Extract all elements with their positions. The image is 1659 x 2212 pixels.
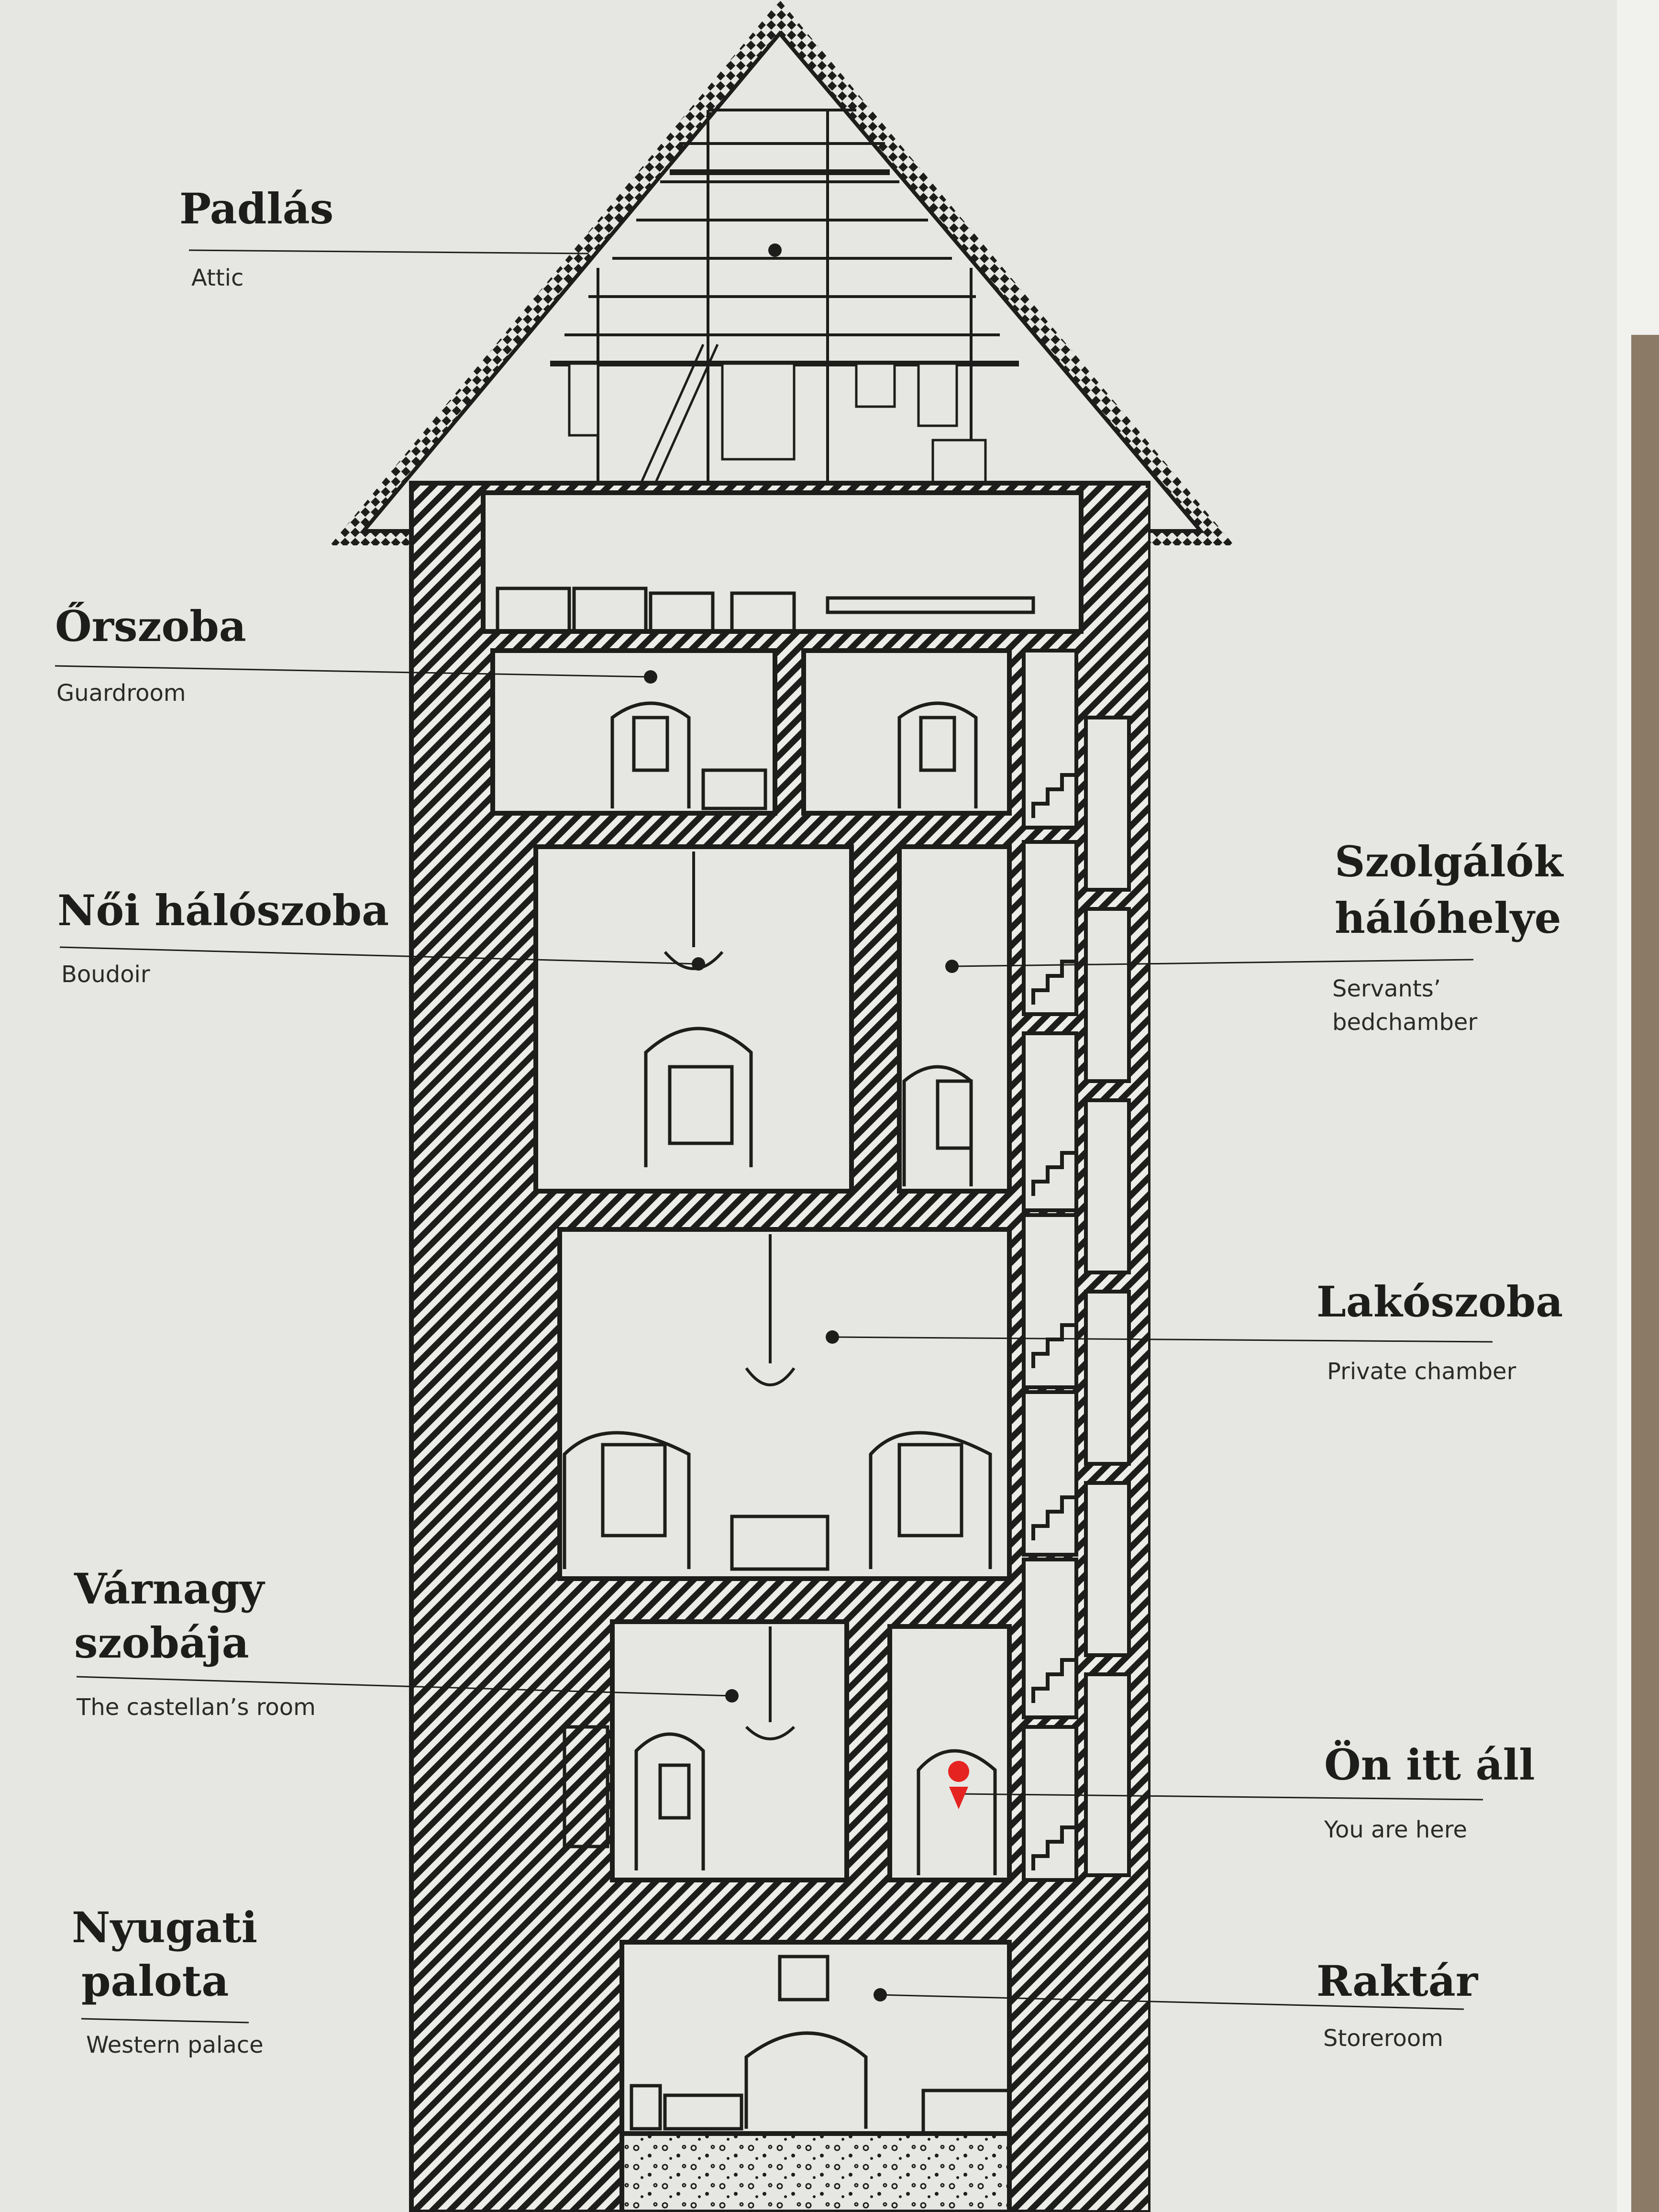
guardroom-subtitle: Guardroom <box>56 680 186 707</box>
western-palace-title-line1: Nyugati <box>72 1902 258 1952</box>
boudoir-title: Női hálószoba <box>57 885 389 935</box>
servants-subtitle-line1: Servants’ <box>1332 975 1441 1002</box>
castellan-title-line2: szobája <box>74 1618 249 1668</box>
private-chamber-room <box>557 1227 1012 1581</box>
attic-subtitle: Attic <box>191 265 244 291</box>
storeroom-title: Raktár <box>1316 1956 1478 2006</box>
you-are-here-marker <box>948 1761 970 1809</box>
room-dots <box>644 243 959 2002</box>
private-chamber-subtitle: Private chamber <box>1327 1358 1516 1385</box>
servants-title-line1: Szolgálók <box>1335 837 1563 886</box>
room-furnishings <box>496 586 1035 2135</box>
castellan-subtitle: The castellan’s room <box>77 1694 316 1721</box>
staircase <box>1022 649 1131 1882</box>
roof <box>330 0 1234 545</box>
hanging-laundry <box>568 343 987 485</box>
servants-title-line2: hálóhelye <box>1335 893 1561 943</box>
here-room <box>887 1624 1012 1882</box>
guardroom-title: Őrszoba <box>55 601 246 651</box>
foundation-gravel <box>619 2131 1012 2212</box>
western-palace-title-line2: palota <box>81 1956 229 2006</box>
you-are-here-title: Ön itt áll <box>1324 1740 1535 1790</box>
guardroom-room-2 <box>801 648 1012 816</box>
castellan-title-line1: Várnagy <box>74 1564 265 1614</box>
stone-wall <box>1631 335 1659 2212</box>
room-interiors <box>481 490 1084 2212</box>
leader-lines <box>55 249 1493 2024</box>
chandeliers <box>664 852 796 1740</box>
you-are-here-subtitle: You are here <box>1324 1816 1468 1843</box>
castellan-room <box>610 1619 849 1882</box>
private-chamber-title: Lakószoba <box>1316 1277 1563 1327</box>
servants-room <box>897 844 1012 1194</box>
storeroom-subtitle: Storeroom <box>1323 2025 1444 2052</box>
attic-title: Padlás <box>179 184 334 233</box>
boudoir-subtitle: Boudoir <box>61 961 150 988</box>
servants-subtitle-line2: bedchamber <box>1332 1009 1478 1036</box>
western-palace-subtitle: Western palace <box>86 2032 264 2058</box>
